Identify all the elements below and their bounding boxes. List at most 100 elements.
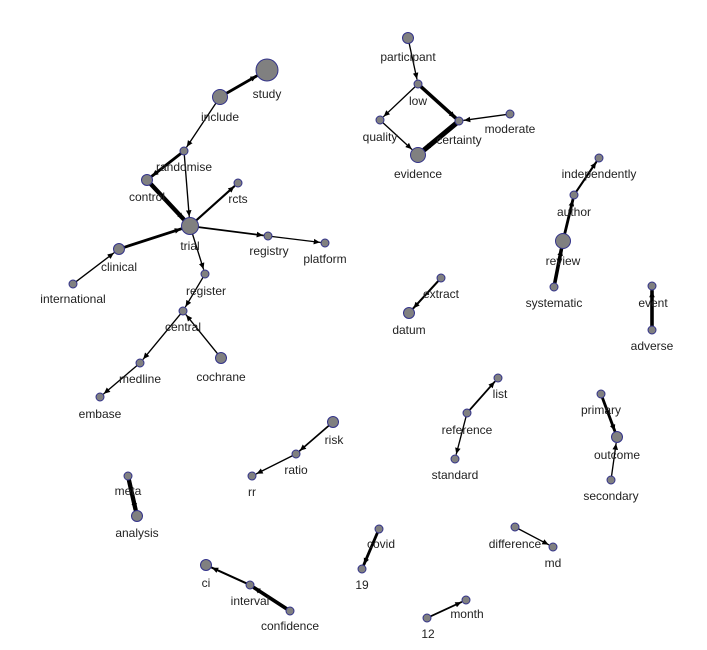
node-randomise — [179, 146, 189, 156]
edge-cochrane-to-central — [185, 314, 219, 355]
node-extract — [436, 273, 446, 283]
node-interval — [245, 580, 255, 590]
node-label-rr: rr — [248, 485, 256, 499]
node-label-datum: datum — [392, 323, 425, 337]
node-standard — [450, 454, 460, 464]
edge-central-to-medline — [142, 313, 182, 360]
node-label-author: author — [557, 205, 591, 219]
node-participant — [402, 32, 414, 44]
node-label-medline: medline — [119, 372, 161, 386]
node-label-include: include — [201, 110, 239, 124]
edge-registry-to-platform — [271, 235, 321, 245]
node-rcts — [233, 178, 243, 188]
node-md — [548, 542, 558, 552]
nodes-layer — [68, 32, 657, 623]
edge-systematic-to-review — [552, 247, 564, 285]
edge-trial-to-registry — [197, 226, 264, 238]
edge-trial-to-register — [191, 233, 205, 270]
node-label-randomise: randomise — [156, 160, 212, 174]
node-datum — [403, 307, 415, 319]
node-label-participant: participant — [380, 50, 436, 64]
node-evidence — [410, 147, 426, 163]
node-risk — [327, 416, 339, 428]
node-label-clinical: clinical — [101, 260, 137, 274]
node-label-moderate: moderate — [485, 122, 536, 136]
edge-confidence-to-interval — [252, 585, 289, 611]
node-12 — [422, 613, 432, 623]
node-label-risk: risk — [325, 433, 345, 447]
edge-include-to-study — [225, 74, 259, 95]
node-label-trial: trial — [180, 239, 199, 253]
node-reference — [462, 408, 472, 418]
node-label-month: month — [450, 607, 483, 621]
edge-low-to-quality — [382, 86, 416, 118]
node-label-outcome: outcome — [594, 448, 640, 462]
node-label-ratio: ratio — [284, 463, 308, 477]
node-embase — [95, 392, 105, 402]
edge-reference-to-list — [468, 380, 496, 411]
edge-interval-to-ci — [210, 566, 248, 585]
node-list — [493, 373, 503, 383]
edge-secondary-to-outcome — [610, 442, 619, 477]
edge-clinical-to-trial — [122, 227, 183, 249]
node-clinical — [113, 243, 125, 255]
node-label-meta: meta — [115, 484, 142, 498]
edge-risk-to-ratio — [298, 424, 330, 452]
node-low — [413, 79, 423, 89]
edge-medline-to-embase — [103, 364, 138, 395]
edge-primary-to-outcome — [600, 396, 617, 433]
node-independently — [594, 153, 604, 163]
edge-12-to-month — [429, 601, 463, 618]
node-label-reference: reference — [442, 423, 493, 437]
node-label-central: central — [165, 320, 201, 334]
node-label-covid: covid — [367, 537, 395, 551]
node-label-registry: registry — [249, 244, 288, 258]
node-author — [569, 190, 579, 200]
edge-certainty-to-evidence — [421, 121, 459, 153]
node-ratio — [291, 449, 301, 459]
node-label-certainty: certainty — [436, 133, 481, 147]
node-international — [68, 279, 78, 289]
edge-quality-to-evidence — [382, 122, 413, 150]
node-label-quality: quality — [363, 130, 398, 144]
labels-layer: studyincluderandomisecontroltrialrctscli… — [40, 50, 673, 641]
node-confidence — [285, 606, 295, 616]
node-label-international: international — [40, 292, 105, 306]
node-secondary — [606, 475, 616, 485]
edge-moderate-to-certainty — [463, 113, 507, 123]
node-control — [141, 174, 153, 186]
edge-extract-to-datum — [412, 279, 440, 310]
node-label-interval: interval — [231, 594, 270, 608]
node-ci — [200, 559, 212, 571]
node-label-embase: embase — [79, 407, 122, 421]
edge-meta-to-analysis — [126, 477, 138, 512]
edge-review-to-author — [563, 198, 575, 236]
node-label-low: low — [409, 94, 427, 108]
edge-author-to-independently — [575, 161, 598, 193]
node-covid — [374, 524, 384, 534]
node-label-study: study — [253, 87, 282, 101]
node-difference — [510, 522, 520, 532]
node-outcome — [611, 431, 623, 443]
node-label-platform: platform — [303, 252, 346, 266]
edge-participant-to-low — [408, 42, 419, 80]
node-label-systematic: systematic — [526, 296, 583, 310]
node-cochrane — [215, 352, 227, 364]
node-19 — [357, 564, 367, 574]
node-label-event: event — [638, 296, 668, 310]
node-platform — [320, 238, 330, 248]
node-label-register: register — [186, 284, 226, 298]
node-trial — [181, 217, 199, 235]
node-label-12: 12 — [421, 627, 435, 641]
node-include — [212, 89, 228, 105]
node-label-primary: primary — [581, 403, 621, 417]
edge-ratio-to-rr — [255, 455, 294, 475]
node-quality — [375, 115, 385, 125]
node-central — [178, 306, 188, 316]
edges-layer — [75, 42, 655, 618]
node-label-adverse: adverse — [631, 339, 674, 353]
node-month — [461, 595, 471, 605]
node-rr — [247, 471, 257, 481]
node-adverse — [647, 325, 657, 335]
